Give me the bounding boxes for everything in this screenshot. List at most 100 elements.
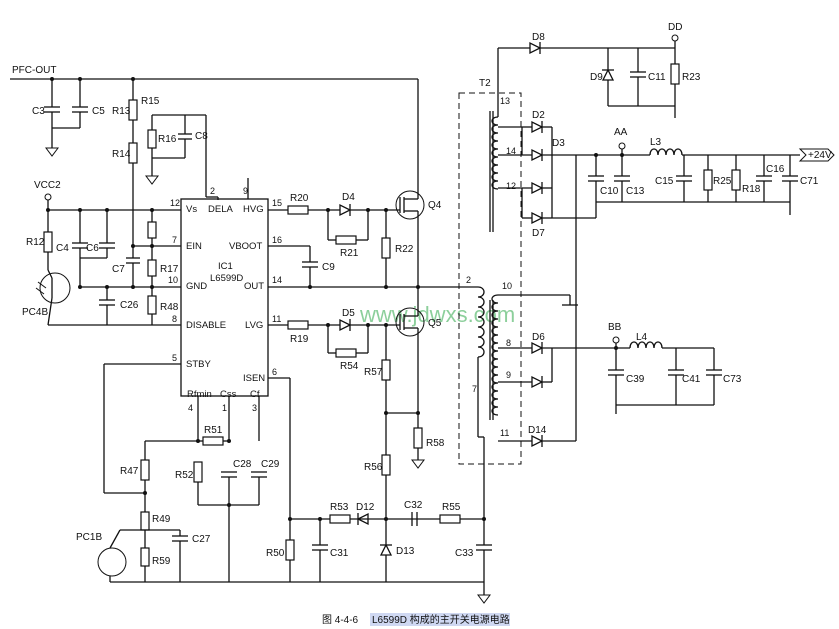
r22-label: R22 [395,244,414,255]
ic-pin-vs: Vs [186,204,197,215]
ic-pin-cf: Cf [250,389,260,400]
net-aa-label: AA [614,127,628,138]
r58-label: R58 [426,438,445,449]
l4-label: L4 [636,332,648,343]
pin-num-1: 1 [222,403,227,413]
l3-label: L3 [650,137,662,148]
pin-num-9: 9 [243,186,248,196]
r19-label: R19 [290,334,309,345]
c3-label: C3 [32,106,45,117]
t2-pin-12: 12 [506,181,516,191]
ic-pin-out: OUT [244,281,264,292]
c9-label: C9 [322,262,335,273]
r57-label: R57 [364,367,383,378]
pin-num-3: 3 [252,403,257,413]
c73-label: C11 [648,72,666,83]
t2-pin-10: 10 [502,281,512,291]
ic1-part: L6599D [210,273,243,284]
ic-pin-ein: EIN [186,241,202,252]
d6-label: D6 [532,332,545,343]
r23-label: R23 [682,72,701,83]
r25-label: R25 [713,176,732,187]
c13-label: C13 [626,186,645,197]
pin-num-14: 14 [272,275,282,285]
r12-label: R12 [26,237,45,248]
ic-pin-lvg: LVG [245,320,263,331]
d14-label: D14 [528,425,547,436]
c39-label: C41 [682,374,701,385]
pc4b-symbol [39,272,71,304]
pin-num-16: 16 [272,235,282,245]
pc4b-label: PC4B [22,307,48,318]
ic-pin-disable: DISABLE [186,320,226,331]
pin-num-12: 12 [170,198,180,208]
r47-label: R47 [120,466,139,477]
q4-symbol [395,190,425,220]
t2-pin-11: 11 [500,428,509,438]
d12-label: D12 [356,502,375,513]
c26-label: C26 [120,300,139,311]
d9-label: D9 [590,72,603,83]
caption-prefix: 图 4-4-6 [322,614,359,626]
r20-label: R20 [290,193,309,204]
ic-pin-vboot: VBOOT [229,241,262,252]
t2-pin-2: 2 [466,275,471,285]
ic-pin-css: Css [220,389,237,400]
ic-pin-stby: STBY [186,359,211,370]
d4-label: D4 [342,192,355,203]
r59-label: R55 [442,502,461,513]
ic1-ref: IC1 [218,261,233,272]
r49-label: R49 [152,514,171,525]
r13-label: R13 [112,106,131,117]
r17-label: R17 [160,264,179,275]
t2-label: T2 [479,78,491,89]
r14-label: R14 [112,149,131,160]
net-bb-label: BB [608,322,622,333]
r50-label: R59 [152,556,171,567]
r52-label: R52 [175,470,194,481]
pin-num-2: 2 [210,186,215,196]
c32-label: C32 [404,500,423,511]
net-vcc2-label: VCC2 [34,180,61,191]
c27-label: C27 [192,534,211,545]
d3-label: D3 [552,138,565,149]
q4-label: Q4 [428,200,442,211]
c4-label: C4 [56,243,69,254]
c15-label: C15 [655,176,674,187]
net-24v-label: +24V [808,150,832,161]
transformer-t2 [458,92,522,465]
pc1b-symbol [97,547,127,577]
t2-pin-9: 9 [506,370,511,380]
net-dd-label: DD [668,22,682,33]
c6-label: C6 [86,243,99,254]
pin-num-7: 7 [172,235,177,245]
ic-pin-gnd: GND [186,281,207,292]
r56-label: R56 [364,462,383,473]
ic-pin-delay: DELA [208,204,233,215]
q5-symbol [395,307,425,337]
pin-num-10: 10 [168,275,178,285]
c16-label: C16 [766,164,785,175]
pin-num-4: 4 [188,403,193,413]
ic-pin-rfmin: Rfmin [187,389,212,400]
c8-label: C8 [195,131,208,142]
pin-num-8: 8 [172,314,177,324]
c33-label: C33 [455,548,474,559]
d8-label: D8 [532,32,545,43]
r21-label: R21 [340,248,359,259]
t2-pin-13: 13 [500,96,510,106]
d2-label: D2 [532,110,545,121]
ic-pin-isen: ISEN [243,373,265,384]
t2-pin-8: 8 [506,338,511,348]
pc1b-label: PC1B [76,532,102,543]
c31-label: C31 [330,548,349,559]
d5-label: D5 [342,308,355,319]
pin-num-6: 6 [272,367,277,377]
r54-label: R54 [340,361,359,372]
r51-label: R51 [204,425,223,436]
ic-pin-hvg: HVG [243,204,264,215]
r15-label: R15 [141,96,160,107]
r53-label: R50 [266,548,285,559]
pin-num-11: 11 [272,314,281,324]
